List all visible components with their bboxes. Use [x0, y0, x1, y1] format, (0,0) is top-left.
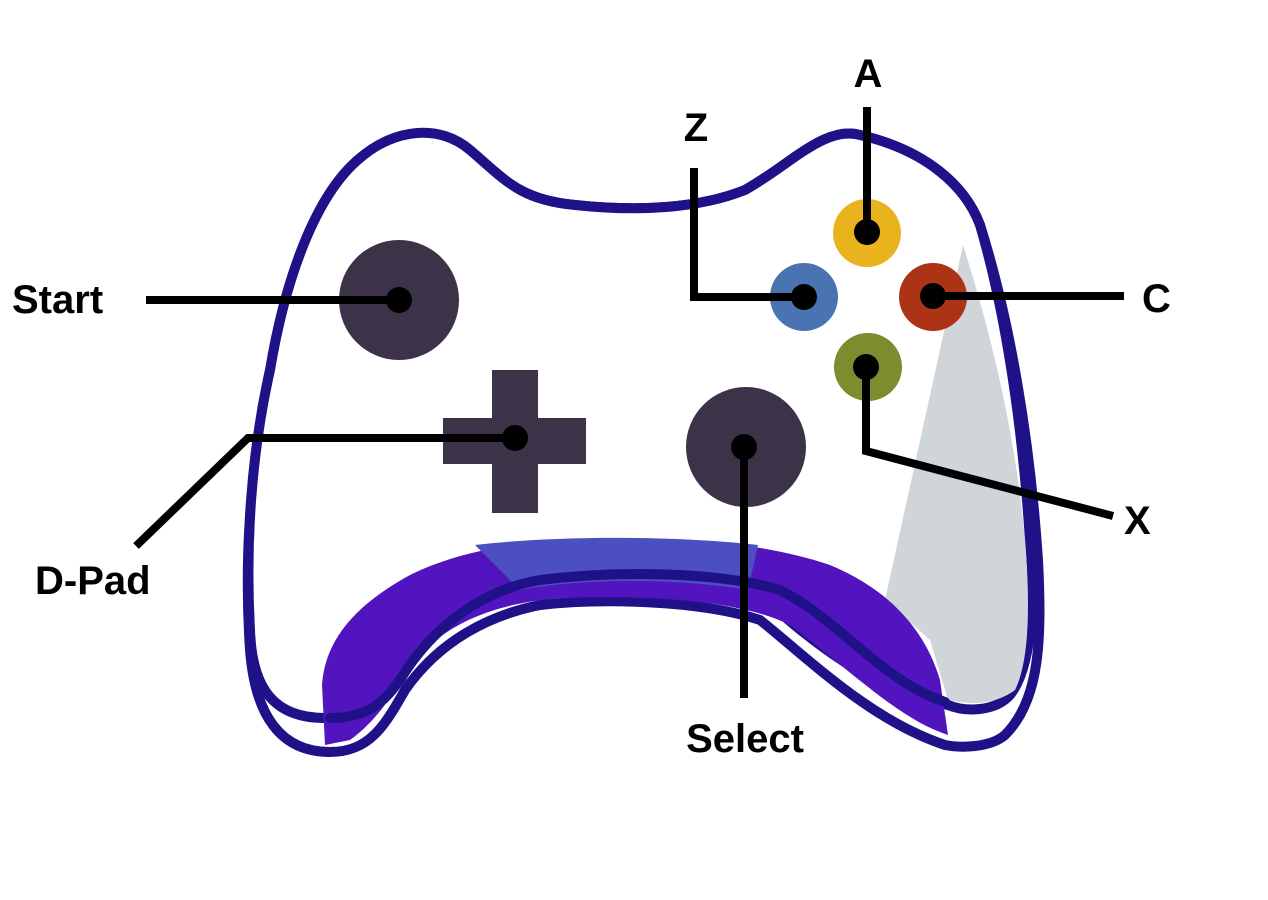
label-dpad: D-Pad: [35, 559, 151, 603]
dot-x: [853, 354, 879, 380]
leader-line-z: [690, 168, 804, 301]
dot-dpad: [502, 425, 528, 451]
label-select: Select: [686, 717, 804, 761]
leader-line-x: [862, 367, 1115, 520]
label-start: Start: [12, 278, 103, 322]
dot-a: [854, 219, 880, 245]
leader-line-dpad: [133, 434, 515, 549]
leader-lines: [133, 107, 1124, 698]
label-z: Z: [684, 106, 708, 150]
label-a: A: [854, 52, 883, 96]
dot-z: [791, 284, 817, 310]
dot-c: [920, 283, 946, 309]
dot-start: [386, 287, 412, 313]
grip-band: [322, 538, 948, 745]
grip-inner-line: [325, 569, 950, 723]
label-x: X: [1124, 499, 1151, 543]
label-c: C: [1142, 277, 1171, 321]
leader-dots: [386, 219, 946, 460]
dot-select: [731, 434, 757, 460]
